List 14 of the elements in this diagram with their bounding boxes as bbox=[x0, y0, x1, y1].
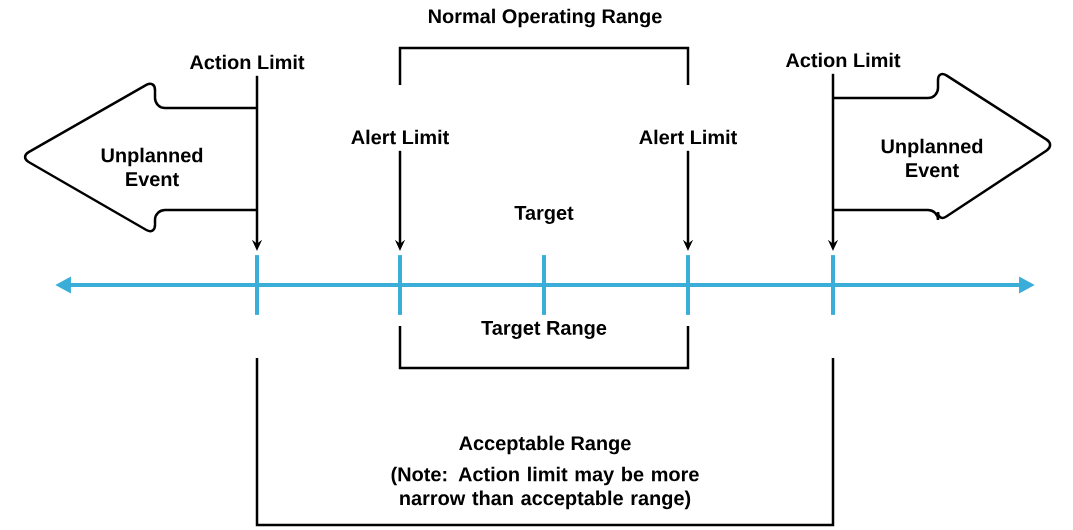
range-label: Target bbox=[514, 206, 574, 224]
limit-label: Alert Limit bbox=[639, 129, 737, 145]
tick-mark bbox=[831, 255, 835, 315]
range-label: Acceptable Range bbox=[459, 435, 631, 455]
limit-label: Action Limit bbox=[189, 54, 305, 70]
range-label: (Note: Action limit may be more narrow than acceptable range) bbox=[391, 466, 699, 510]
tick-mark bbox=[686, 255, 690, 315]
tick-mark bbox=[398, 255, 402, 315]
range-label: Normal Operating Range bbox=[429, 8, 662, 28]
limit-label: Action Limit bbox=[785, 52, 901, 68]
tick-mark bbox=[542, 255, 546, 315]
tick-mark bbox=[255, 255, 259, 315]
range-label: Target Range bbox=[481, 321, 607, 339]
limit-label: Alert Limit bbox=[351, 129, 449, 145]
